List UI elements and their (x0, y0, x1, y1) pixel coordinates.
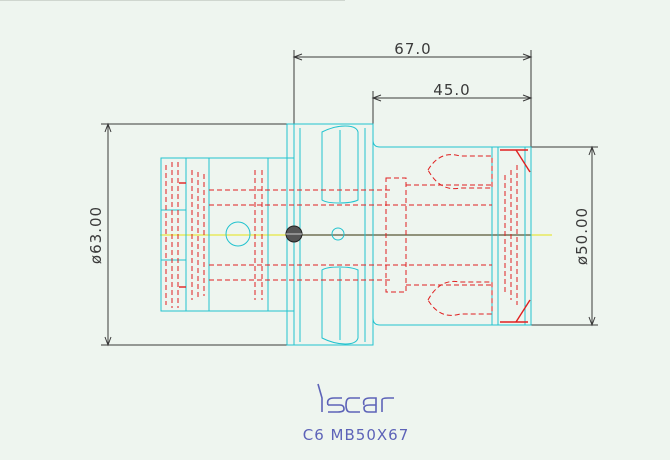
small-hole (331, 227, 345, 241)
hidden-lines-solid (179, 149, 531, 323)
dim-shank-length: 45.0 (433, 81, 470, 99)
hidden-lines (165, 154, 518, 316)
dim-shank-diameter: ø50.00 (573, 207, 591, 265)
dim-overall-length: 67.0 (394, 40, 431, 58)
dimension-lines (101, 50, 598, 347)
cross-hole (225, 221, 251, 247)
iscar-logo (317, 383, 394, 413)
dim-flange-diameter: ø63.00 (87, 206, 105, 264)
part-caption: C6 MB50X67 (303, 426, 409, 444)
iscar-logo-text: iscar (355, 422, 358, 425)
